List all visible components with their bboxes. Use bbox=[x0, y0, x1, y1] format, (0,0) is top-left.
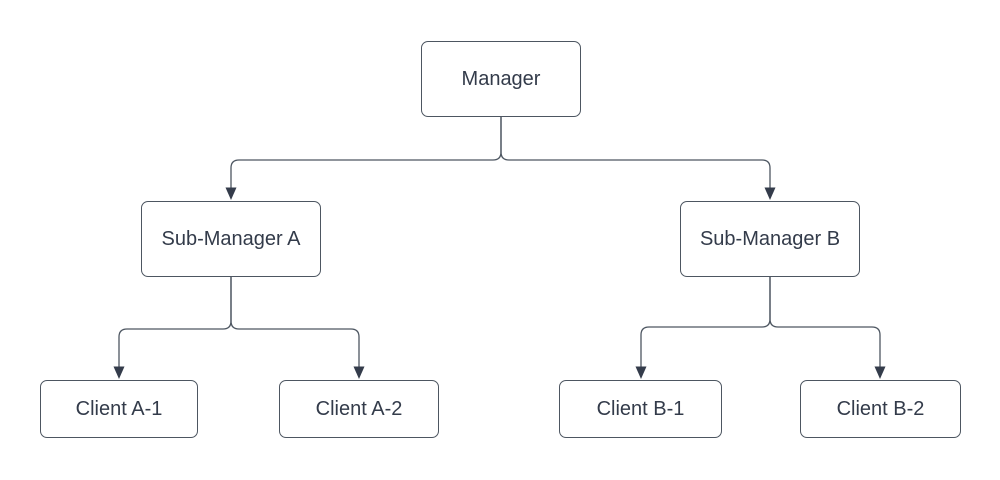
edge-sub-manager-b-to-client-b1 bbox=[635, 277, 771, 379]
edge-sub-manager-a-to-client-a1 bbox=[113, 277, 232, 379]
edge-line bbox=[118, 277, 232, 367]
node-client-b2-label: Client B-2 bbox=[836, 397, 925, 420]
arrowhead-down-icon bbox=[635, 366, 647, 379]
edge-line bbox=[500, 117, 771, 188]
node-client-b1-label: Client B-1 bbox=[596, 397, 685, 420]
node-manager[interactable]: Manager bbox=[421, 41, 581, 117]
node-client-a2[interactable]: Client A-2 bbox=[279, 380, 439, 438]
node-client-a2-label: Client A-2 bbox=[315, 397, 403, 420]
edge-sub-manager-b-to-client-b2 bbox=[769, 277, 886, 379]
edge-line bbox=[640, 277, 771, 367]
node-sub-manager-b[interactable]: Sub-Manager B bbox=[680, 201, 860, 277]
arrowhead-down-icon bbox=[113, 366, 125, 379]
edge-manager-to-sub-manager-a bbox=[225, 117, 502, 200]
node-client-a1[interactable]: Client A-1 bbox=[40, 380, 198, 438]
arrowhead-down-icon bbox=[353, 366, 365, 379]
node-sub-manager-b-label: Sub-Manager B bbox=[699, 227, 841, 250]
node-client-b1[interactable]: Client B-1 bbox=[559, 380, 722, 438]
edge-line bbox=[230, 277, 360, 367]
arrowhead-down-icon bbox=[764, 187, 776, 200]
edge-sub-manager-a-to-client-a2 bbox=[230, 277, 365, 379]
arrowhead-down-icon bbox=[874, 366, 886, 379]
node-client-b2[interactable]: Client B-2 bbox=[800, 380, 961, 438]
node-manager-label: Manager bbox=[461, 67, 541, 90]
node-client-a1-label: Client A-1 bbox=[75, 397, 163, 420]
edge-manager-to-sub-manager-b bbox=[500, 117, 776, 200]
edge-line bbox=[230, 117, 502, 188]
arrowhead-down-icon bbox=[225, 187, 237, 200]
node-sub-manager-a[interactable]: Sub-Manager A bbox=[141, 201, 321, 277]
edge-line bbox=[769, 277, 881, 367]
node-sub-manager-a-label: Sub-Manager A bbox=[161, 227, 301, 250]
